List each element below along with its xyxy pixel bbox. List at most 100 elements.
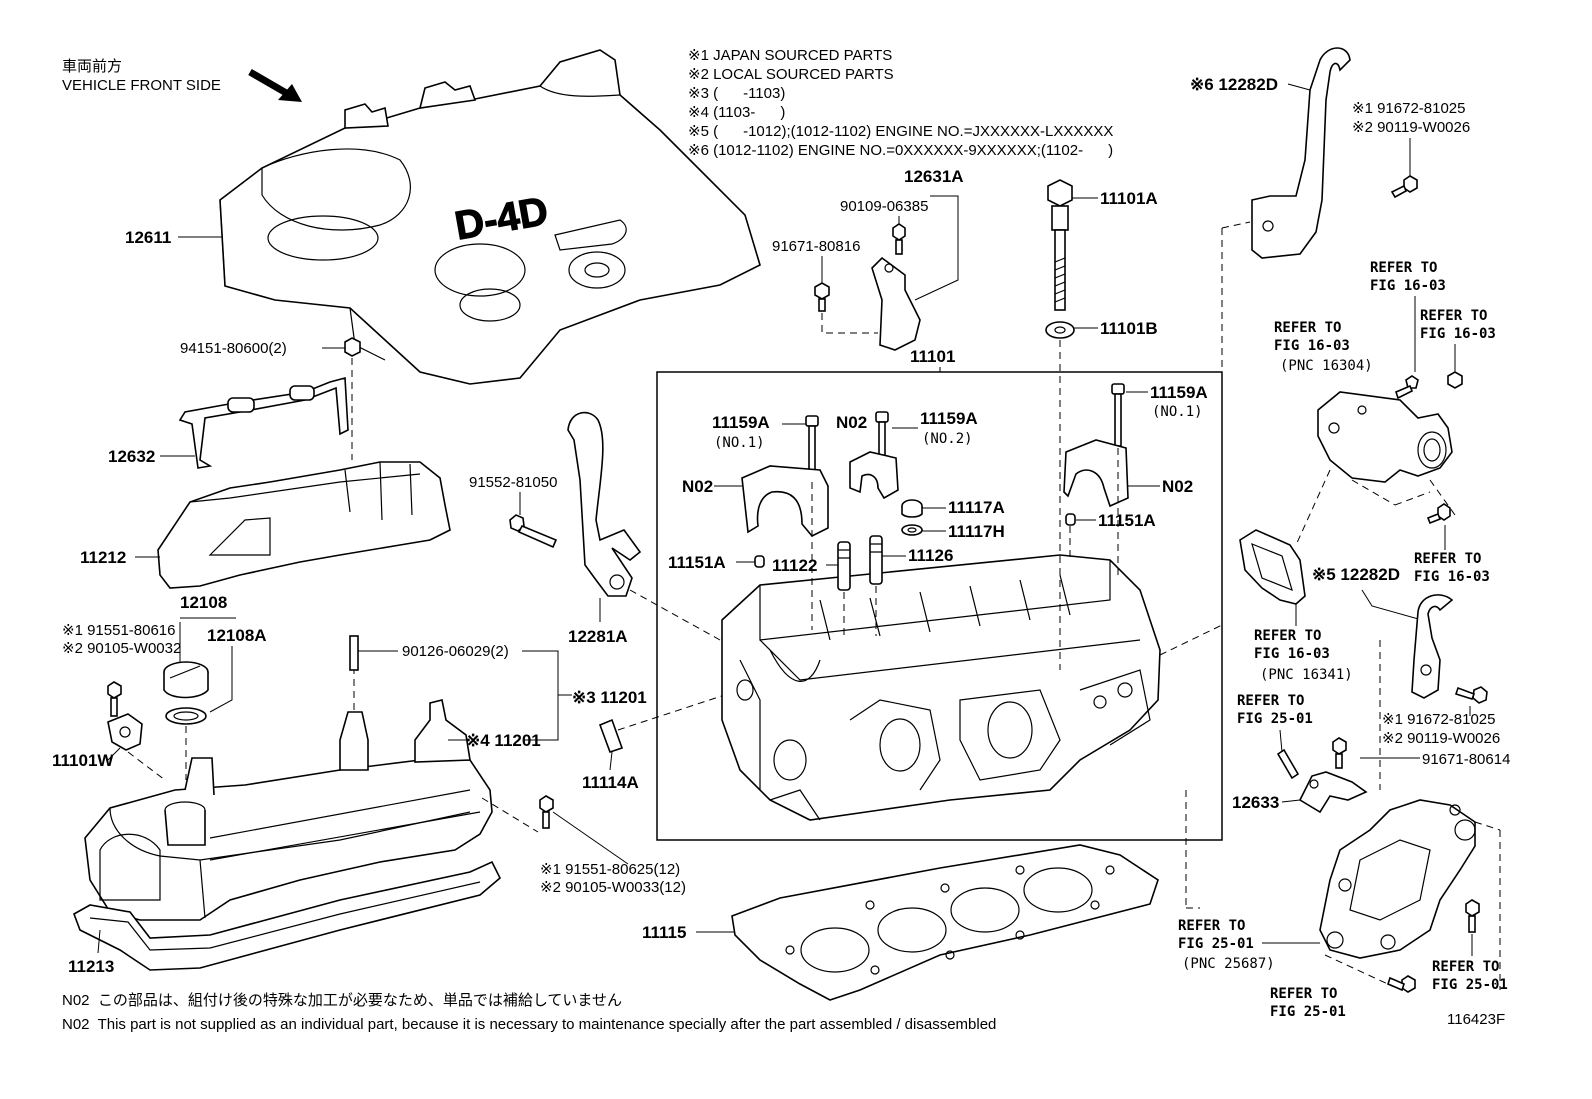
ref-16341-2[interactable]: FIG 16-03 <box>1254 646 1330 662</box>
label-12282D-variant-6[interactable]: ※6 12282D <box>1190 75 1278 94</box>
label-11201-variant-3[interactable]: ※3 11201 <box>572 688 647 707</box>
label-12108A[interactable]: 12108A <box>207 626 267 645</box>
legend-line-5: ※5 ( -1012);(1012-1102) ENGINE NO.=JXXXX… <box>688 123 1113 140</box>
valve-guide-11126[interactable] <box>869 535 883 585</box>
label-91551-80616[interactable]: ※1 91551-80616 <box>62 622 176 639</box>
label-11201-variant-4[interactable]: ※4 11201 <box>466 731 541 750</box>
bolt-icon <box>814 282 830 312</box>
ref-25687-3: (PNC 25687) <box>1182 956 1275 972</box>
front-direction-arrow-icon <box>248 68 302 102</box>
label-11151A-left[interactable]: 11151A <box>668 553 726 572</box>
label-11159A-no1-left[interactable]: 11159A <box>712 413 770 432</box>
ref-16304-2[interactable]: FIG 16-03 <box>1274 338 1350 354</box>
harness-clamp-12632[interactable] <box>178 376 349 469</box>
ref-25687-1[interactable]: REFER TO <box>1178 918 1245 934</box>
label-91671-80614[interactable]: 91671-80614 <box>1422 751 1510 768</box>
label-91672-81025-lower[interactable]: ※1 91672-81025 <box>1382 711 1496 728</box>
label-11126[interactable]: 11126 <box>908 546 953 565</box>
label-11213[interactable]: 11213 <box>68 957 114 976</box>
head-bolt-11101A[interactable] <box>1047 179 1073 311</box>
bracket-11101W[interactable] <box>107 713 143 751</box>
label-11151A-right[interactable]: 11151A <box>1098 511 1156 530</box>
label-11114A[interactable]: 11114A <box>582 773 639 792</box>
ref-16-03-c-1[interactable]: REFER TO <box>1414 551 1481 567</box>
label-94151-80600[interactable]: 94151-80600(2) <box>180 340 287 357</box>
label-N02-center[interactable]: N02 <box>836 413 867 432</box>
engine-hanger-12282D-lower[interactable] <box>1411 594 1454 699</box>
label-12631A[interactable]: 12631A <box>904 167 964 186</box>
ref-16-03-right-2[interactable]: FIG 16-03 <box>1420 326 1496 342</box>
cylinder-head-gasket-11115[interactable] <box>731 844 1159 1001</box>
label-90119-W0026-upper[interactable]: ※2 90119-W0026 <box>1352 119 1470 136</box>
filler-cap-gasket-12108A[interactable] <box>165 707 207 725</box>
head-cover-gasket-11213[interactable] <box>73 860 501 971</box>
label-91551-80625[interactable]: ※1 91551-80625(12) <box>540 861 680 878</box>
valve-guide-11122[interactable] <box>837 541 851 591</box>
label-12108[interactable]: 12108 <box>180 593 227 612</box>
water-outlet-gasket[interactable] <box>1239 529 1306 605</box>
label-N02-right[interactable]: N02 <box>1162 477 1193 496</box>
label-11159A-no2-sub: (NO.2) <box>922 431 973 447</box>
bracket-12633[interactable] <box>1298 771 1368 814</box>
cover-bracket-11212[interactable] <box>157 461 451 589</box>
label-11212[interactable]: 11212 <box>80 548 126 567</box>
label-12611[interactable]: 12611 <box>125 228 171 247</box>
ref-25-01-b-2[interactable]: FIG 25-01 <box>1270 1004 1346 1020</box>
label-12282D-variant-5[interactable]: ※5 12282D <box>1312 565 1400 584</box>
washer-11101B[interactable] <box>1045 321 1075 339</box>
label-11117H[interactable]: 11117H <box>948 522 1005 541</box>
label-91672-81025-upper[interactable]: ※1 91672-81025 <box>1352 100 1466 117</box>
front-label-jp: 車両前方 <box>62 58 122 75</box>
ref-16304-1[interactable]: REFER TO <box>1274 320 1341 336</box>
bolt-icon <box>107 681 122 717</box>
bolt-icon <box>1387 975 1416 993</box>
cylinder-head-cover-11201[interactable] <box>84 699 493 921</box>
legend-line-4: ※4 (1103- ) <box>688 104 785 121</box>
engine-hanger-12282D-upper[interactable] <box>1251 47 1351 259</box>
spring-seat-11117H[interactable] <box>901 524 923 536</box>
ref-25-01-c-1[interactable]: REFER TO <box>1432 959 1499 975</box>
label-11101W[interactable]: 11101W <box>52 751 114 770</box>
label-11159A-no2[interactable]: 11159A <box>920 409 978 428</box>
label-11122[interactable]: 11122 <box>772 556 817 575</box>
ref-25-01-b-1[interactable]: REFER TO <box>1270 986 1337 1002</box>
bracket-12631A[interactable] <box>871 256 921 351</box>
water-outlet-housing[interactable] <box>1317 391 1453 483</box>
label-90105-W0033[interactable]: ※2 90105-W0033(12) <box>540 879 686 896</box>
oil-filler-cap-12108[interactable] <box>163 661 209 699</box>
front-label-en: VEHICLE FRONT SIDE <box>62 77 221 94</box>
cylinder-head-11101[interactable] <box>721 554 1161 821</box>
label-11101A[interactable]: 11101A <box>1100 189 1158 208</box>
engine-hanger-12281A[interactable] <box>567 411 642 597</box>
label-12632[interactable]: 12632 <box>108 447 155 466</box>
ref-16341-1[interactable]: REFER TO <box>1254 628 1321 644</box>
ref-16-03-top-1[interactable]: REFER TO <box>1370 260 1437 276</box>
accessory-bracket[interactable] <box>1319 799 1476 959</box>
bolt-icon <box>509 514 558 549</box>
engine-cover-12611[interactable]: D-4D <box>219 49 761 385</box>
valve-spring-retainer-11117A[interactable] <box>901 499 923 518</box>
dowel-pin-11114A[interactable] <box>598 718 624 754</box>
label-90109-06385[interactable]: 90109-06385 <box>840 198 928 215</box>
label-11101B[interactable]: 11101B <box>1100 319 1158 338</box>
ref-16-03-top-2[interactable]: FIG 16-03 <box>1370 278 1446 294</box>
label-90119-W0026-lower[interactable]: ※2 90119-W0026 <box>1382 730 1500 747</box>
ref-25-01-a-1[interactable]: REFER TO <box>1237 693 1304 709</box>
label-11159A-no1-right[interactable]: 11159A <box>1150 383 1208 402</box>
label-N02-left[interactable]: N02 <box>682 477 713 496</box>
ref-25687-2[interactable]: FIG 25-01 <box>1178 936 1254 952</box>
label-90126-06029[interactable]: 90126-06029(2) <box>402 643 509 660</box>
label-12281A[interactable]: 12281A <box>568 627 628 646</box>
label-91552-81050[interactable]: 91552-81050 <box>469 474 557 491</box>
label-11115[interactable]: 11115 <box>642 923 686 942</box>
label-11101[interactable]: 11101 <box>910 347 955 366</box>
label-12633[interactable]: 12633 <box>1232 793 1279 812</box>
label-11117A[interactable]: 11117A <box>948 498 1005 517</box>
ref-16-03-right-1[interactable]: REFER TO <box>1420 308 1487 324</box>
label-91671-80816[interactable]: 91671-80816 <box>772 238 860 255</box>
legend-line-1: ※1 JAPAN SOURCED PARTS <box>688 47 892 64</box>
ref-16-03-c-2[interactable]: FIG 16-03 <box>1414 569 1490 585</box>
ref-25-01-c-2[interactable]: FIG 25-01 <box>1432 977 1508 993</box>
label-90105-W0032[interactable]: ※2 90105-W0032 <box>62 640 181 657</box>
ref-25-01-a-2[interactable]: FIG 25-01 <box>1237 711 1313 727</box>
